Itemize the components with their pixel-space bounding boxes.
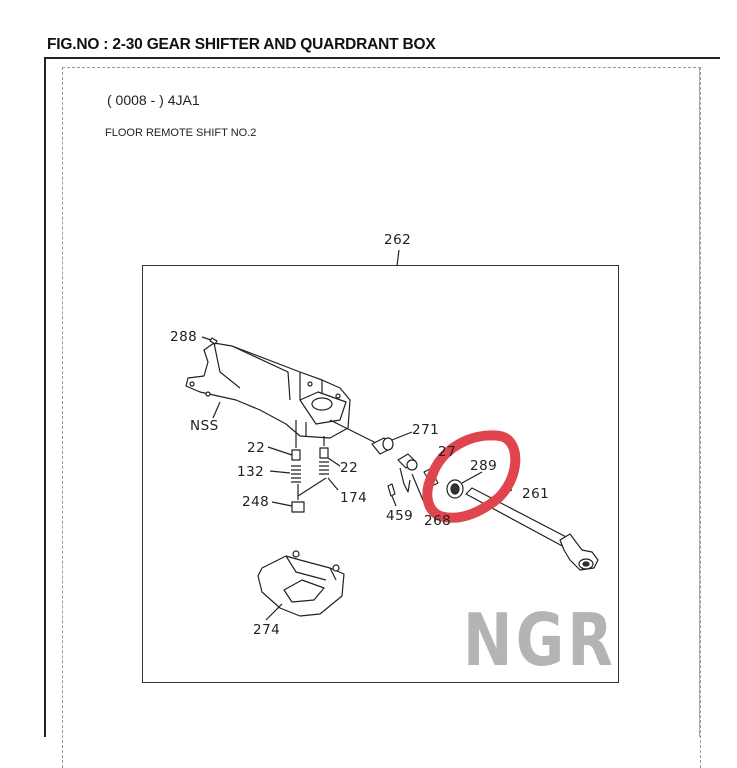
callout-132: 132: [237, 464, 265, 480]
page-right-edge: [699, 67, 700, 737]
callout-288: 288: [170, 329, 198, 345]
diagram-page-border: [62, 67, 701, 768]
callout-289: 289: [470, 458, 498, 474]
highlight-circle-289: [422, 430, 521, 523]
frame-top-border: [44, 57, 720, 59]
callout-262: 262: [384, 232, 412, 248]
frame-left-border: [44, 57, 46, 737]
figure-subtitle: FLOOR REMOTE SHIFT NO.2: [105, 127, 257, 139]
figure-title: FIG.NO : 2-30 GEAR SHIFTER AND QUARDRANT…: [47, 36, 436, 53]
watermark-ngr: NGR: [463, 598, 617, 682]
callout-271: 271: [412, 422, 440, 438]
callout-268: 268: [424, 513, 452, 529]
callout-22-right: 22: [340, 460, 359, 476]
callout-22-left: 22: [247, 440, 266, 456]
exploded-parts-drawing: [185, 249, 599, 621]
callout-248: 248: [242, 494, 270, 510]
model-range-label: ( 0008 - ) 4JA1: [107, 92, 200, 108]
callout-261: 261: [522, 486, 550, 502]
callout-nss: NSS: [190, 418, 219, 434]
callout-27: 27: [438, 444, 457, 460]
assembly-bounding-box: [142, 265, 619, 683]
callout-274: 274: [253, 622, 281, 638]
callout-174: 174: [340, 490, 368, 506]
callout-459: 459: [386, 508, 414, 524]
